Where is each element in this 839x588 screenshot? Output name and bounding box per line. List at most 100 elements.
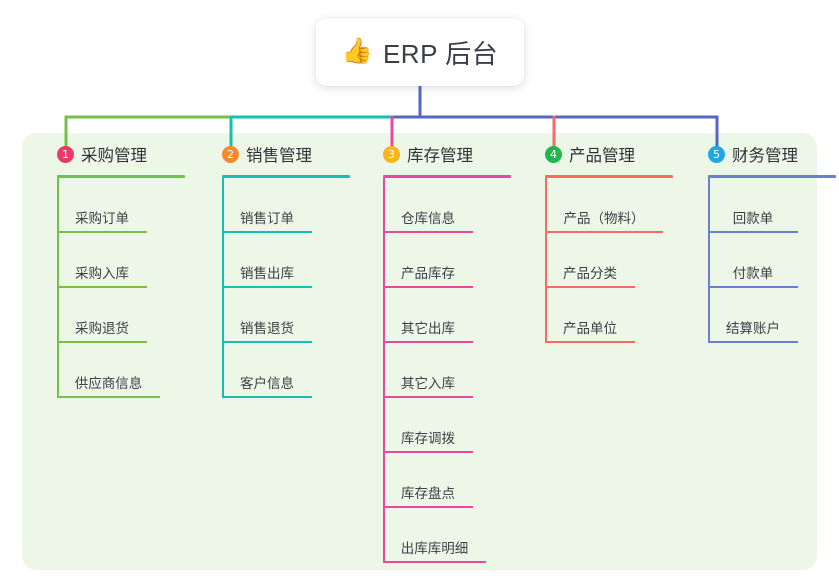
branch-title: 销售管理 [246, 147, 312, 165]
branch-number-badge: 5 [708, 145, 725, 163]
branch-spine [545, 178, 547, 343]
branch-item-list: 销售订单销售出库销售退货客户信息 [222, 178, 355, 398]
branch-column-1: 1 采购管理采购订单采购入库采购退货供应商信息 [40, 133, 190, 398]
branch-item-list: 回款单付款单结算账户 [708, 178, 839, 343]
list-item-underline [57, 231, 147, 233]
branch-underline [545, 175, 673, 178]
branch-underline [57, 175, 185, 178]
branch-header-3[interactable]: 3 库存管理 [366, 133, 516, 175]
list-item-underline [545, 341, 635, 343]
branch-number-badge: 1 [57, 145, 74, 163]
list-item[interactable]: 库存调拨 [383, 398, 473, 453]
branch-title: 采购管理 [81, 147, 147, 165]
list-item-label: 供应商信息 [74, 376, 143, 391]
list-item-label: 库存盘点 [401, 486, 455, 501]
list-item[interactable]: 产品（物料） [545, 178, 663, 233]
list-item[interactable]: 产品单位 [545, 288, 635, 343]
list-item-label: 销售出库 [240, 266, 294, 281]
branch-title: 财务管理 [732, 147, 798, 165]
thumbs-up-icon: 👍 [341, 36, 373, 65]
branch-underline [383, 175, 511, 178]
list-item-underline [222, 396, 312, 398]
list-item-label: 销售退货 [240, 321, 294, 336]
list-item[interactable]: 采购退货 [57, 288, 147, 343]
branch-title: 产品管理 [569, 147, 635, 165]
branch-item-list: 仓库信息产品库存其它出库其它入库库存调拨库存盘点出库库明细 [383, 178, 516, 563]
list-item-underline [383, 451, 473, 453]
list-item[interactable]: 仓库信息 [383, 178, 473, 233]
branch-item-list: 产品（物料） 产品分类产品单位 [545, 178, 683, 343]
root-node-card[interactable]: 👍 ERP 后台 [316, 18, 524, 86]
list-item-underline [383, 506, 473, 508]
branch-header-2[interactable]: 2 销售管理 [205, 133, 355, 175]
branch-spine [222, 178, 224, 398]
list-item-label: 产品分类 [563, 266, 617, 281]
list-item[interactable]: 库存盘点 [383, 453, 473, 508]
branch-header-5[interactable]: 5 财务管理 [691, 133, 839, 175]
list-item-label: 付款单 [732, 266, 774, 281]
branch-number-badge: 3 [383, 145, 400, 163]
list-item[interactable]: 产品分类 [545, 233, 635, 288]
branch-underline [222, 175, 350, 178]
branch-title: 库存管理 [407, 147, 473, 165]
list-item-underline [383, 561, 486, 563]
list-item-underline [57, 396, 160, 398]
list-item[interactable]: 采购入库 [57, 233, 147, 288]
list-item-underline [545, 231, 663, 233]
branch-column-5: 5 财务管理回款单付款单结算账户 [691, 133, 839, 343]
list-item-underline [57, 286, 147, 288]
branch-column-3: 3 库存管理仓库信息产品库存其它出库其它入库库存调拨库存盘点出库库明细 [366, 133, 516, 563]
list-item-label: 采购退货 [75, 321, 129, 336]
list-item-underline [383, 231, 473, 233]
list-item[interactable]: 结算账户 [708, 288, 798, 343]
list-item-label: 库存调拨 [401, 431, 455, 446]
list-item-label: 采购入库 [75, 266, 129, 281]
list-item-underline [222, 341, 312, 343]
list-item-underline [383, 341, 473, 343]
list-item[interactable]: 客户信息 [222, 343, 312, 398]
branch-column-4: 4 产品管理产品（物料） 产品分类产品单位 [528, 133, 683, 343]
list-item-label: 其它入库 [401, 376, 455, 391]
list-item[interactable]: 回款单 [708, 178, 798, 233]
list-item[interactable]: 其它出库 [383, 288, 473, 343]
list-item-label: 销售订单 [240, 211, 294, 226]
branch-spine [57, 178, 59, 398]
branch-underline [708, 175, 836, 178]
list-item[interactable]: 出库库明细 [383, 508, 486, 563]
branch-spine [708, 178, 710, 343]
list-item[interactable]: 销售退货 [222, 288, 312, 343]
branch-columns: 1 采购管理采购订单采购入库采购退货供应商信息 2 销售管理销售订单销售出库销售退货客… [22, 133, 836, 570]
list-item-underline [57, 341, 147, 343]
list-item[interactable]: 供应商信息 [57, 343, 160, 398]
list-item-label: 产品（物料） [563, 211, 645, 226]
list-item[interactable]: 销售订单 [222, 178, 312, 233]
list-item-underline [708, 231, 798, 233]
list-item[interactable]: 付款单 [708, 233, 798, 288]
root-node-label: ERP 后台 [382, 38, 499, 69]
list-item-label: 出库库明细 [400, 541, 469, 556]
list-item-label: 产品单位 [563, 321, 617, 336]
list-item-underline [383, 286, 473, 288]
list-item[interactable]: 采购订单 [57, 178, 147, 233]
diagram-panel [22, 133, 817, 570]
list-item-underline [222, 286, 312, 288]
branch-item-list: 采购订单采购入库采购退货供应商信息 [57, 178, 190, 398]
list-item-label: 结算账户 [726, 321, 780, 336]
branch-number-badge: 4 [545, 145, 562, 163]
branch-header-1[interactable]: 1 采购管理 [40, 133, 190, 175]
list-item-underline [708, 286, 798, 288]
list-item-underline [545, 286, 635, 288]
list-item[interactable]: 产品库存 [383, 233, 473, 288]
list-item-label: 产品库存 [401, 266, 455, 281]
list-item-label: 回款单 [732, 211, 774, 226]
list-item-underline [222, 231, 312, 233]
branch-column-2: 2 销售管理销售订单销售出库销售退货客户信息 [205, 133, 355, 398]
list-item[interactable]: 其它入库 [383, 343, 473, 398]
list-item[interactable]: 销售出库 [222, 233, 312, 288]
list-item-label: 其它出库 [401, 321, 455, 336]
branch-spine [383, 178, 385, 563]
branch-number-badge: 2 [222, 145, 239, 163]
list-item-label: 仓库信息 [401, 211, 455, 226]
branch-header-4[interactable]: 4 产品管理 [528, 133, 683, 175]
